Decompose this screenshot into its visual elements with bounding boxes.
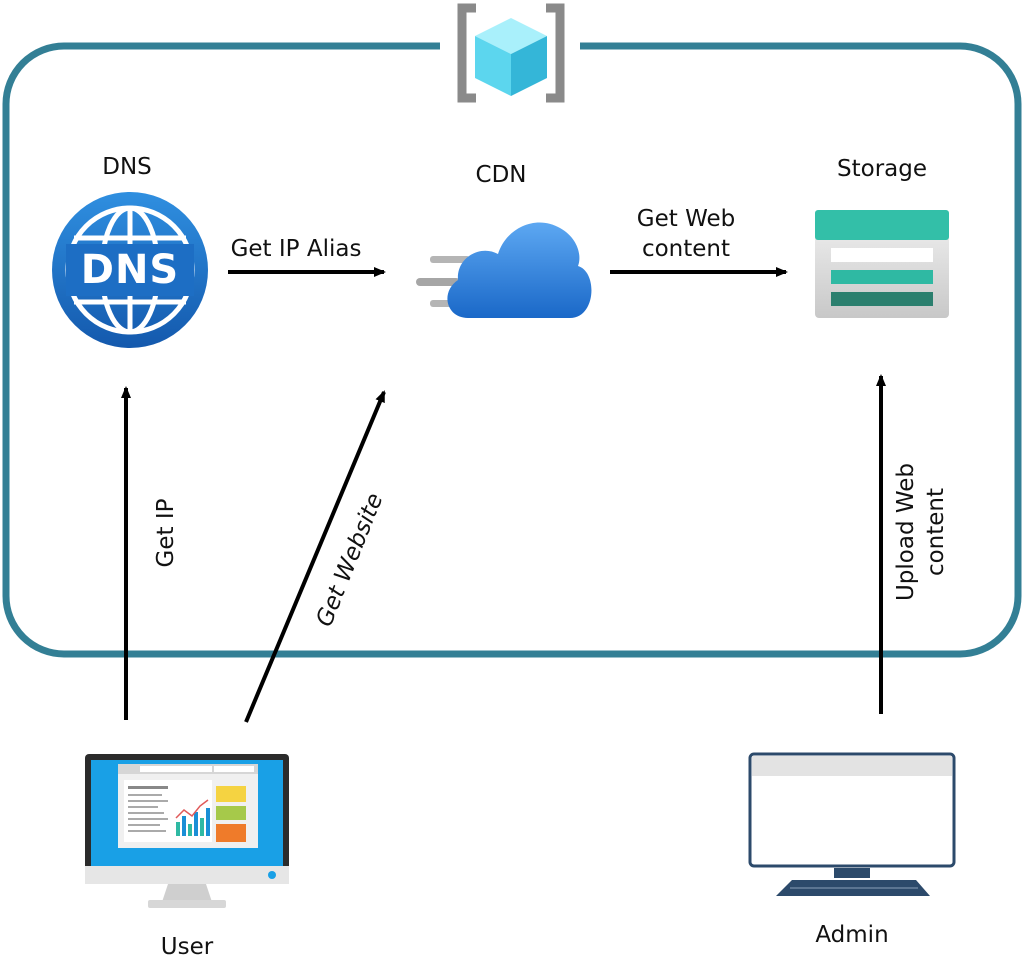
dns-icon — [52, 192, 208, 348]
dns-label: DNS — [102, 154, 152, 180]
edge-label-get-ip-alias: Get IP Alias — [230, 236, 362, 262]
admin-label: Admin — [815, 922, 889, 948]
cdn-label: CDN — [475, 162, 527, 188]
resource-group-icon — [440, 0, 580, 110]
edge-label-upload-line1: Upload Web — [893, 462, 919, 602]
edge-label-get-ip: Get IP — [153, 498, 179, 568]
user-label: User — [160, 934, 214, 960]
arrow-get-website — [244, 390, 386, 723]
edge-label-get-web-content-line2: content — [641, 236, 731, 262]
edge-label-get-web-content-line1: Get Web — [636, 206, 736, 232]
dns-icon-text: DNS — [80, 247, 180, 293]
admin-monitor-icon — [748, 752, 956, 896]
user-monitor-icon — [85, 754, 289, 908]
storage-icon — [815, 210, 949, 318]
edge-label-upload-line2: content — [923, 487, 949, 577]
storage-label: Storage — [837, 156, 927, 182]
cdn-icon — [416, 222, 592, 318]
